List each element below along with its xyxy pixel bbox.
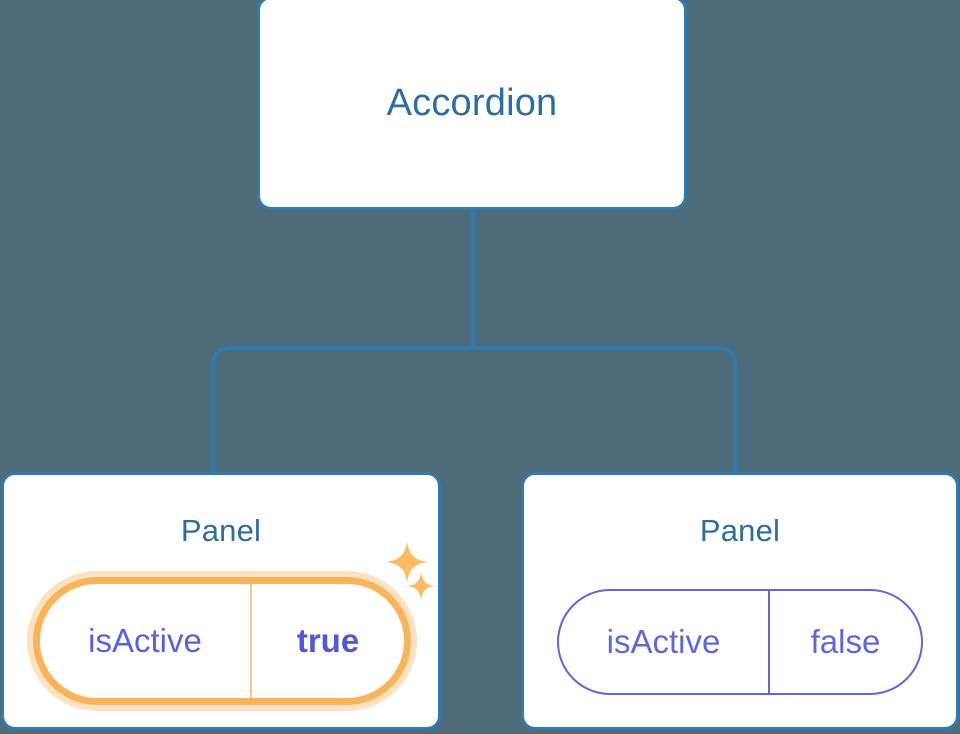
node-accordion-label: Accordion bbox=[386, 82, 558, 124]
prop-pill-isactive-true[interactable]: isActive true bbox=[33, 577, 411, 705]
prop-value: false bbox=[810, 623, 881, 660]
prop-value: true bbox=[296, 622, 360, 659]
node-accordion[interactable]: Accordion bbox=[257, 0, 687, 210]
prop-key: isActive bbox=[559, 591, 770, 693]
node-panel-inactive-label: Panel bbox=[699, 513, 781, 548]
prop-key: isActive bbox=[40, 584, 252, 698]
connector-branch-left bbox=[211, 346, 473, 472]
connector-branch-right bbox=[473, 346, 737, 472]
node-panel-active-label: Panel bbox=[180, 513, 262, 548]
prop-pill-isactive-false[interactable]: isActive false bbox=[557, 589, 923, 695]
